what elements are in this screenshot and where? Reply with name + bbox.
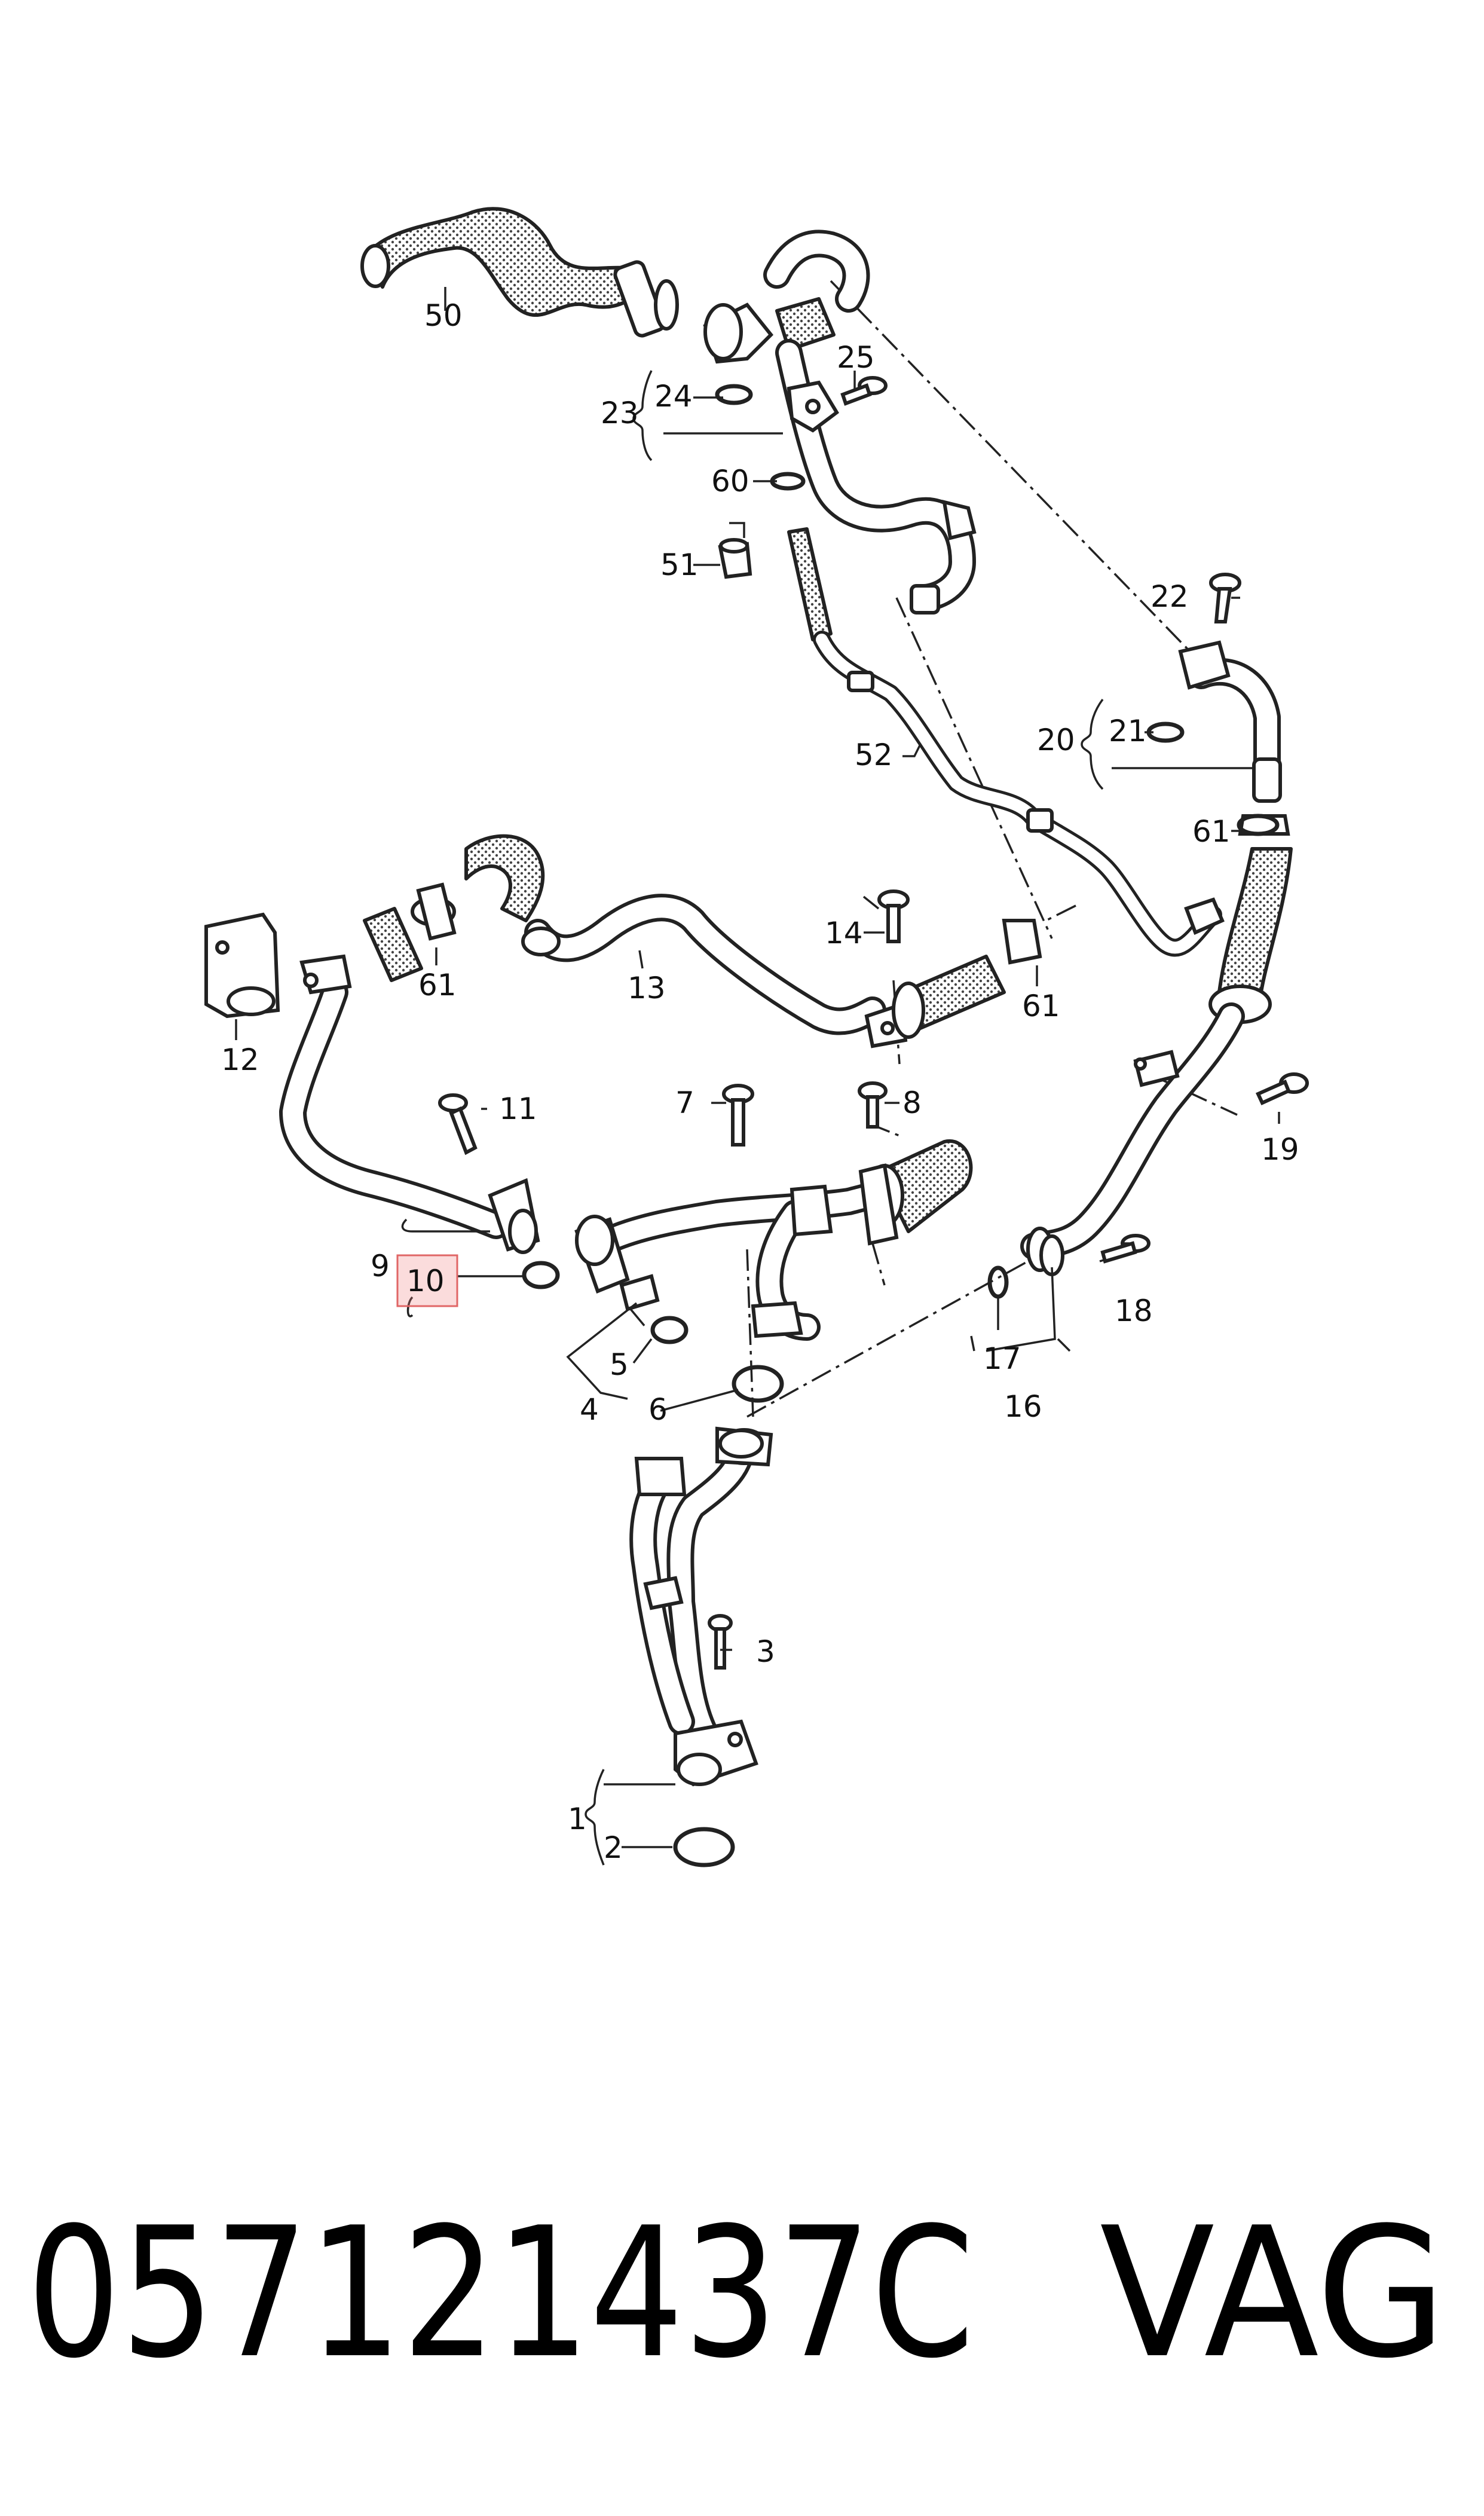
callout-7: 7: [675, 1086, 694, 1120]
callout-5: 5: [610, 1347, 629, 1382]
right-hose-assembly: [1020, 640, 1293, 1276]
callout-13: 13: [628, 971, 666, 1005]
callout-4: 4: [580, 1392, 599, 1427]
callout-61-right: 61: [1192, 814, 1231, 849]
oring-2: [673, 1827, 735, 1867]
callout-61-left: 61: [418, 968, 457, 1002]
small-parts: [522, 384, 1280, 1867]
oring-5: [650, 1316, 689, 1344]
bolt-3: [708, 1614, 733, 1670]
bolt-25: [840, 376, 888, 406]
left-hose: [279, 882, 540, 1254]
callout-24: 24: [654, 379, 693, 414]
hose-50: [360, 207, 679, 338]
callout-19: 19: [1261, 1132, 1299, 1167]
oring-17: [987, 1265, 1009, 1299]
upper-pipe-assembly: [703, 230, 977, 615]
pipe-52: [787, 527, 1225, 957]
lower-pipe-1: [629, 1426, 773, 1787]
callout-12: 12: [221, 1043, 259, 1077]
callout-21: 21: [1109, 714, 1147, 748]
callout-11: 11: [499, 1092, 537, 1126]
callout-23: 23: [601, 396, 639, 430]
bolt-22: [1209, 573, 1241, 623]
callout-20: 20: [1037, 723, 1075, 757]
oring-24: [715, 384, 753, 405]
assembly-guide-lines: [629, 280, 1238, 1418]
brand-label: VAG: [1100, 2189, 1446, 2398]
callout-3: 3: [756, 1634, 775, 1669]
bolts: [438, 376, 1309, 1670]
callout-51: 51: [660, 548, 699, 582]
oring-6: [732, 1365, 784, 1403]
highlight-box-10: [396, 1254, 458, 1307]
callout-1: 1: [568, 1802, 587, 1836]
callout-10: 10: [406, 1264, 445, 1298]
callout-60: 60: [711, 464, 749, 499]
callout-9: 9: [371, 1249, 390, 1283]
oring-21: [1146, 722, 1185, 743]
callout-25: 25: [837, 340, 875, 375]
bolt-11: [438, 1093, 478, 1155]
callout-17: 17: [983, 1341, 1021, 1376]
part-12-bracket: [204, 912, 280, 1019]
callout-2: 2: [604, 1830, 623, 1865]
oring-10: [522, 1261, 560, 1289]
callout-16: 16: [1004, 1389, 1042, 1424]
bolt-7: [722, 1084, 754, 1147]
callout-14: 14: [825, 916, 863, 950]
pipe-13: [411, 834, 1042, 1048]
part-number: 057121437C: [27, 2189, 974, 2398]
callout-61-mid: 61: [1022, 989, 1060, 1023]
callout-8: 8: [902, 1086, 922, 1120]
callout-6: 6: [648, 1392, 668, 1427]
callout-22: 22: [1151, 579, 1189, 614]
bolt-18: [1100, 1234, 1151, 1264]
callout-labels: 50 24 23 25 60 51 52 22 21 20 61 14 61 1…: [221, 298, 1299, 1865]
callout-52: 52: [855, 738, 893, 772]
center-tee-pipe: [574, 1139, 973, 1341]
bolt-8: [858, 1081, 888, 1129]
bolt-14: [877, 889, 910, 943]
callout-18: 18: [1115, 1294, 1153, 1328]
clamp-61-right: [1237, 814, 1280, 836]
callout-50: 50: [424, 298, 463, 333]
leader-lines: [235, 287, 1280, 1866]
bolt-19: [1255, 1072, 1309, 1105]
